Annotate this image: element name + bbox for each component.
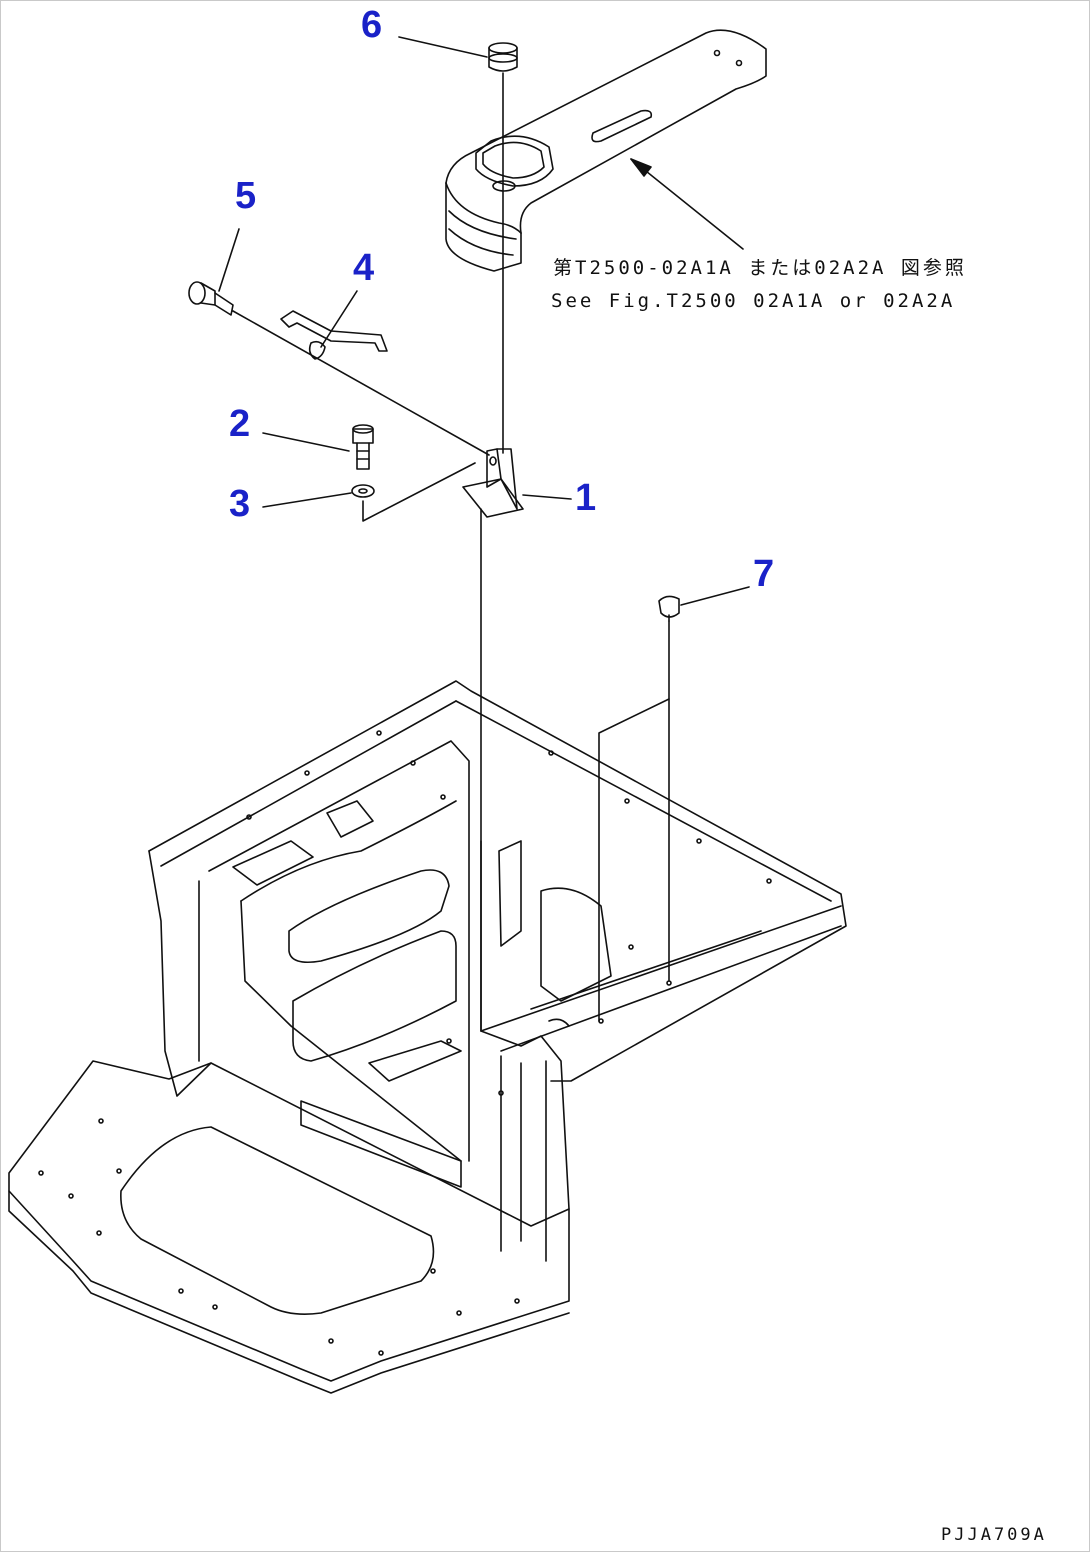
leader-line-2 — [262, 432, 350, 452]
callout-4[interactable]: 4 — [353, 247, 375, 289]
reference-note-english: See Fig.T2500 02A1A or 02A2A — [551, 290, 956, 312]
part-4-link — [280, 310, 388, 360]
assembly-line-2-3 — [362, 462, 476, 522]
callout-1[interactable]: 1 — [575, 477, 597, 519]
assembly-line-7b — [598, 698, 670, 1022]
leader-line-5 — [218, 228, 240, 292]
reference-leader — [630, 158, 744, 250]
part-6-cap — [488, 42, 518, 72]
callout-5[interactable]: 5 — [235, 175, 257, 217]
callout-2[interactable]: 2 — [229, 403, 251, 445]
part-3-washer — [351, 484, 375, 498]
part-7-plug — [658, 595, 680, 622]
reference-note-japanese: 第T2500-02A1A または02A2A 図参照 — [553, 257, 967, 279]
drawing-code: PJJA709A — [941, 1525, 1047, 1545]
part-5-bolt — [188, 281, 234, 316]
leader-line-3 — [262, 492, 352, 508]
leader-line-1 — [522, 494, 572, 500]
reference-arrowhead — [630, 158, 652, 177]
assembly-line-5 — [232, 310, 490, 456]
part-1-bracket — [462, 448, 524, 518]
callout-3[interactable]: 3 — [229, 483, 251, 525]
callout-7[interactable]: 7 — [753, 553, 775, 595]
part-2-bolt — [352, 424, 374, 470]
callout-6[interactable]: 6 — [361, 4, 383, 46]
armrest-console — [445, 29, 767, 272]
leader-line-7 — [680, 586, 750, 606]
floor-frame — [8, 680, 847, 1394]
leader-line-6 — [398, 36, 488, 58]
leader-line-4 — [320, 290, 358, 348]
